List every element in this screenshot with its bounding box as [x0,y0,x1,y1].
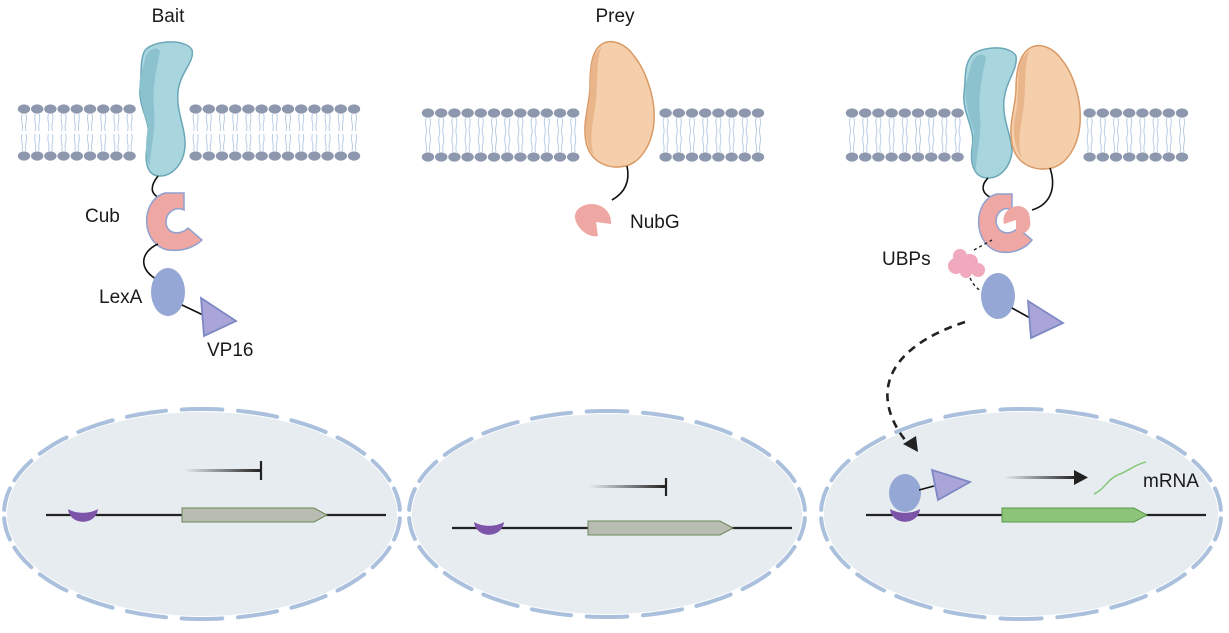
operator-site-1 [68,509,98,522]
lexa-domain-bound [889,474,921,512]
reporter-gene-1 [181,507,329,523]
ubps-enzyme [948,249,985,278]
nubg-fragment [574,204,612,237]
vp16-domain [199,296,238,338]
nucleus-2-contents [452,478,792,536]
mrna-strand [1093,461,1147,495]
repression-bar-1 [184,469,261,472]
nucleus-2 [407,409,807,619]
reporter-gene-3 [1001,507,1149,523]
translocation-arrow [886,320,966,447]
cub-fragment-complex [977,193,1034,254]
prey-panel: Prey NubG [574,6,680,237]
lexa-label: LexA [99,287,143,308]
nub-fragment-complex [1003,206,1031,234]
membrane-3 [845,108,1189,162]
ubps-label: UBPs [882,249,931,270]
prey-title: Prey [595,6,635,27]
membrane-1 [17,104,361,161]
nucleus-1-contents [46,461,386,523]
nubg-label: NubG [630,212,680,233]
vp16-domain-bound [930,468,973,502]
repression-bar-2 [589,485,666,488]
operator-site-3 [890,509,920,522]
vp16-label: VP16 [207,340,253,361]
vp16-domain-released [1026,299,1065,340]
activation-arrow-shaft [1004,476,1076,479]
reporter-gene-2 [587,520,735,536]
prey-protein-complex [1010,44,1081,170]
operator-site-2 [474,522,504,535]
cub-fragment [145,192,204,252]
bait-protein-complex [963,47,1017,179]
activation-arrowhead [1074,470,1088,485]
interaction-panel: UBPs [882,44,1081,452]
nucleus-3-contents: mRNA [866,461,1206,523]
bait-protein [139,41,194,177]
mrna-label: mRNA [1143,471,1199,492]
lexa-domain [151,268,185,316]
membrane-2 [421,108,765,162]
cub-label: Cub [85,206,120,227]
bait-panel: Bait Cub LexA VP16 [85,6,253,361]
bait-title: Bait [152,6,185,27]
prey-protein [584,40,655,168]
lexa-domain-released [981,273,1015,319]
